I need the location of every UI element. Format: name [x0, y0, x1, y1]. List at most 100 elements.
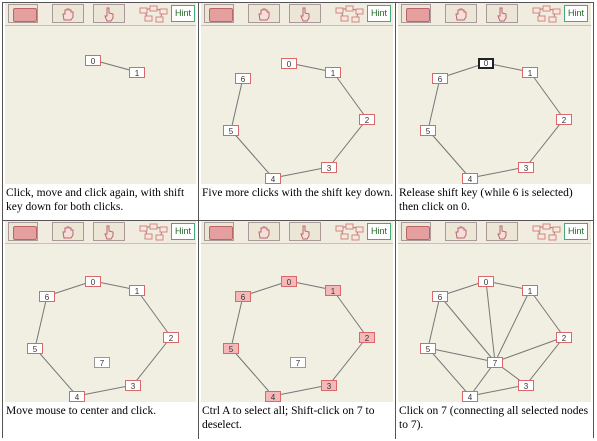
edges-layer: [34, 280, 172, 397]
graph-node-5[interactable]: 5: [223, 125, 239, 136]
step-caption: Release shift key (while 6 is selected) …: [399, 187, 573, 213]
graph-node-7[interactable]: 7: [487, 357, 503, 368]
hint-button[interactable]: Hint: [367, 5, 391, 22]
graph-canvas[interactable]: 0 1 2 3 4 5 6 7: [398, 244, 591, 402]
hint-button[interactable]: Hint: [564, 5, 588, 22]
graph-node-5[interactable]: 5: [27, 343, 43, 354]
edge-5-6: [230, 77, 244, 131]
hand-tool-button[interactable]: [248, 222, 280, 241]
toolbar: Hint: [5, 221, 196, 244]
graph-node-1[interactable]: 1: [522, 67, 538, 78]
hint-button[interactable]: Hint: [367, 223, 391, 240]
graph-node-0[interactable]: 0: [478, 276, 494, 287]
graph-node-3[interactable]: 3: [518, 380, 534, 391]
step-caption: Click, move and click again, with shift …: [6, 187, 185, 213]
edges-layer: [230, 280, 368, 397]
hand-icon: [62, 8, 74, 21]
graph-node-0[interactable]: 0: [281, 276, 297, 287]
step-caption: Five more clicks with the shift key down…: [202, 187, 393, 199]
graph-node-5[interactable]: 5: [420, 343, 436, 354]
hand-icon: [258, 8, 270, 21]
graph-node-0[interactable]: 0: [281, 58, 297, 69]
graph-canvas[interactable]: 0 1 2 3 4 5 6 7: [5, 244, 196, 402]
graph-node-4[interactable]: 4: [265, 173, 281, 184]
pointer-tool-button[interactable]: [289, 222, 321, 241]
tree-icon[interactable]: [332, 223, 366, 241]
graph-node-2[interactable]: 2: [359, 332, 375, 343]
hand-tool-button[interactable]: [52, 4, 84, 23]
graph-node-7[interactable]: 7: [94, 357, 110, 368]
hint-button[interactable]: Hint: [171, 223, 195, 240]
graph-node-4[interactable]: 4: [462, 391, 478, 402]
hand-tool-button[interactable]: [248, 4, 280, 23]
graph-node-6[interactable]: 6: [39, 291, 55, 302]
folder-button[interactable]: [8, 222, 38, 241]
edge-1-2: [332, 289, 368, 338]
graph-node-3[interactable]: 3: [321, 380, 337, 391]
hand-tool-button[interactable]: [445, 222, 477, 241]
hand-icon: [455, 8, 467, 21]
graph-node-6[interactable]: 6: [432, 291, 448, 302]
hand-icon: [455, 226, 467, 239]
pointer-icon: [497, 7, 507, 22]
graph-node-4[interactable]: 4: [265, 391, 281, 402]
folder-button[interactable]: [401, 4, 431, 23]
tree-icon[interactable]: [136, 223, 170, 241]
edge-4-5: [230, 347, 274, 397]
graph-node-4[interactable]: 4: [462, 173, 478, 184]
pointer-icon: [497, 225, 507, 240]
graph-node-6[interactable]: 6: [235, 291, 251, 302]
edge-5-7: [427, 347, 496, 363]
graph-node-2[interactable]: 2: [556, 114, 572, 125]
graph-node-1[interactable]: 1: [325, 285, 341, 296]
graph-node-3[interactable]: 3: [125, 380, 141, 391]
hand-icon: [62, 226, 74, 239]
graph-node-5[interactable]: 5: [420, 125, 436, 136]
hint-button[interactable]: Hint: [171, 5, 195, 22]
graph-canvas[interactable]: 0 1 2 3 4 5 6 7: [201, 244, 393, 402]
graph-node-0[interactable]: 0: [85, 55, 101, 66]
tree-icon[interactable]: [136, 5, 170, 23]
hand-tool-button[interactable]: [52, 222, 84, 241]
graph-node-6[interactable]: 6: [235, 73, 251, 84]
folder-button[interactable]: [401, 222, 431, 241]
graph-node-6[interactable]: 6: [432, 73, 448, 84]
tree-icon[interactable]: [332, 5, 366, 23]
edge-3-4: [76, 384, 134, 397]
pointer-tool-button[interactable]: [289, 4, 321, 23]
graph-node-5[interactable]: 5: [223, 343, 239, 354]
folder-button[interactable]: [8, 4, 38, 23]
graph-node-0[interactable]: 0: [85, 276, 101, 287]
step-caption: Click on 7 (connecting all selected node…: [399, 405, 589, 431]
graph-node-1[interactable]: 1: [522, 285, 538, 296]
edge-3-4: [469, 384, 527, 397]
pointer-tool-button[interactable]: [93, 222, 125, 241]
pointer-tool-button[interactable]: [486, 4, 518, 23]
tree-icon[interactable]: [529, 223, 563, 241]
graph-node-1[interactable]: 1: [129, 67, 145, 78]
edge-4-5: [230, 129, 274, 179]
hand-tool-button[interactable]: [445, 4, 477, 23]
graph-node-2[interactable]: 2: [359, 114, 375, 125]
pointer-tool-button[interactable]: [486, 222, 518, 241]
graph-node-3[interactable]: 3: [321, 162, 337, 173]
graph-canvas[interactable]: 0 1 2 3 4 5 6: [398, 26, 591, 184]
graph-node-2[interactable]: 2: [163, 332, 179, 343]
graph-node-2[interactable]: 2: [556, 332, 572, 343]
edge-5-6: [427, 77, 441, 131]
hint-button[interactable]: Hint: [564, 223, 588, 240]
graph-canvas[interactable]: 0 1 2 3 4 5 6: [201, 26, 393, 184]
tree-icon[interactable]: [529, 5, 563, 23]
pointer-tool-button[interactable]: [93, 4, 125, 23]
graph-node-4[interactable]: 4: [69, 391, 85, 402]
folder-button[interactable]: [204, 222, 234, 241]
graph-node-0[interactable]: 0: [478, 58, 494, 69]
edge-3-4: [272, 166, 330, 179]
graph-node-3[interactable]: 3: [518, 162, 534, 173]
folder-button[interactable]: [204, 4, 234, 23]
graph-node-1[interactable]: 1: [325, 67, 341, 78]
graph-node-7[interactable]: 7: [290, 357, 306, 368]
graph-node-1[interactable]: 1: [129, 285, 145, 296]
